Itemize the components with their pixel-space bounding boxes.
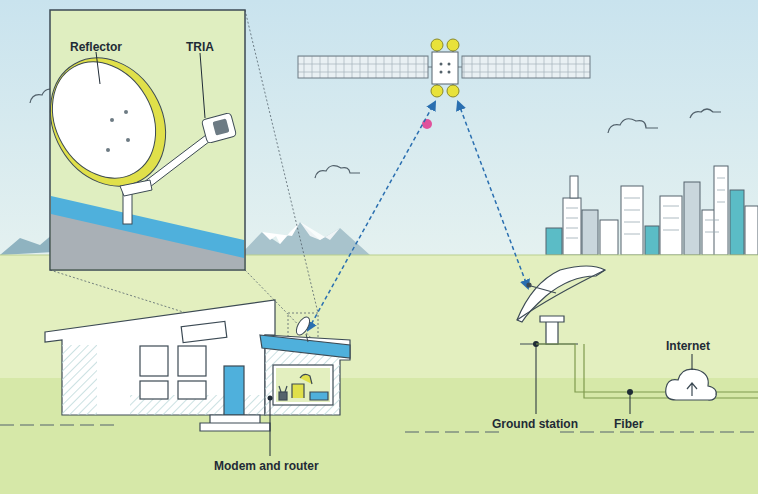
fiber-cable [536, 344, 672, 398]
internet-cloud [666, 369, 717, 400]
house [45, 300, 350, 431]
leader-line [536, 344, 537, 414]
fiber-cable [712, 392, 758, 398]
part-label: Modem and router [214, 459, 319, 473]
part-label: Reflector [70, 40, 122, 54]
leader-line [630, 392, 631, 414]
leader-line [270, 398, 271, 456]
part-label: Ground station [492, 417, 578, 431]
leader-line [96, 52, 100, 84]
leader-line [200, 53, 205, 118]
ground [0, 255, 758, 494]
dish-inset [28, 10, 245, 270]
leader-dot [268, 396, 273, 401]
part-label: Internet [666, 339, 710, 353]
part-label: TRIA [186, 40, 214, 54]
city-skyline [546, 166, 758, 255]
part-label: Fiber [614, 417, 643, 431]
satellite [298, 39, 590, 97]
roof-dish [294, 315, 313, 342]
signal-packet [422, 119, 432, 129]
ground-lines [0, 425, 758, 432]
leader-line [692, 354, 693, 370]
building-windows [566, 178, 725, 238]
ground-station [517, 266, 605, 344]
